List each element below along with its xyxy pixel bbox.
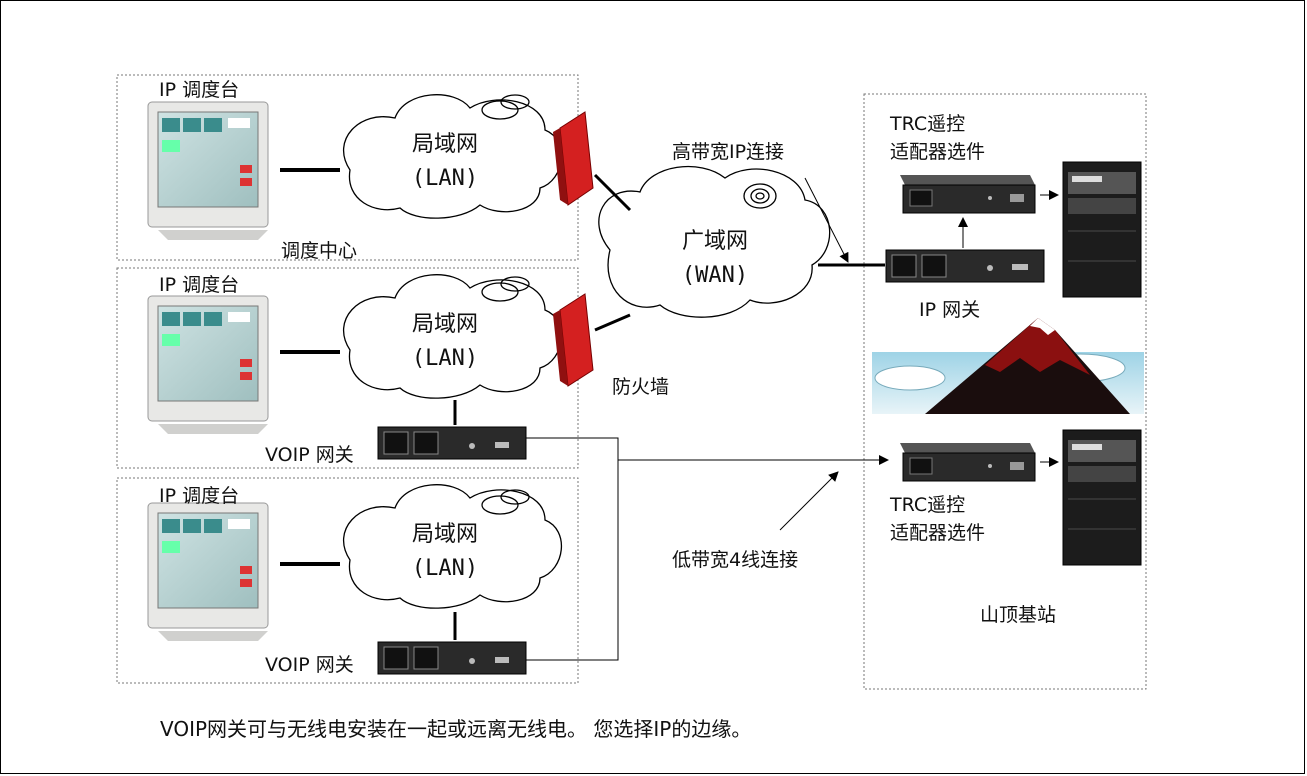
mountain-icon	[872, 318, 1144, 414]
ip-gateway-label: IP 网关	[919, 299, 981, 321]
firewall-icon	[553, 293, 594, 387]
site-label: 山顶基站	[980, 604, 1057, 626]
firewall-icon	[553, 111, 594, 206]
ip-gateway-icon	[885, 249, 1045, 283]
lan-sub: (LAN)	[411, 556, 479, 581]
remote-zone-2	[116, 477, 579, 684]
firewall-label: 防火墙	[612, 376, 670, 398]
monitor-icon	[147, 295, 269, 434]
high-bandwidth-label: 高带宽IP连接	[672, 141, 785, 163]
trc-label-line1: TRC遥控	[890, 113, 966, 135]
voip-gateway-label: VOIP 网关	[265, 654, 354, 676]
lan-label: 局域网 (LAN)	[375, 308, 515, 376]
radio-rack-icon	[1062, 161, 1142, 298]
console-label: IP 调度台	[159, 274, 240, 296]
trc-adapter-icon	[900, 175, 1036, 214]
lan-sub: (LAN)	[411, 346, 479, 371]
console-label: IP 调度台	[159, 79, 240, 101]
voip-gateway-icon	[377, 426, 527, 460]
trc-label-line1: TRC遥控	[890, 494, 966, 516]
lan-name: 局域网	[411, 132, 478, 157]
console-label: IP 调度台	[159, 485, 240, 507]
hilltop-site-zone	[863, 93, 1147, 690]
wan-sub: (WAN)	[681, 263, 749, 288]
trc-label-line2: 适配器选件	[890, 141, 986, 163]
trc-adapter-icon	[900, 443, 1036, 482]
wan-name: 广域网	[681, 229, 748, 254]
lan-label: 局域网 (LAN)	[375, 128, 515, 196]
monitor-icon	[147, 101, 269, 240]
lan-sub: (LAN)	[411, 166, 479, 191]
radio-rack-icon	[1062, 429, 1142, 566]
voip-gateway-label: VOIP 网关	[265, 444, 354, 466]
low-bandwidth-label: 低带宽4线连接	[672, 549, 799, 571]
monitor-icon	[147, 502, 269, 641]
dispatch-center-label: 调度中心	[281, 240, 358, 262]
lan-name: 局域网	[411, 522, 478, 547]
cloud-icon	[343, 484, 562, 609]
caption: VOIP网关可与无线电安装在一起或远离无线电。 您选择IP的边缘。	[160, 717, 752, 741]
lan-label: 局域网 (LAN)	[375, 518, 515, 586]
trc-label-line2: 适配器选件	[890, 522, 986, 544]
voip-gateway-icon	[377, 641, 527, 675]
lan-name: 局域网	[411, 312, 478, 337]
wan-label: 广域网 (WAN)	[645, 225, 785, 293]
